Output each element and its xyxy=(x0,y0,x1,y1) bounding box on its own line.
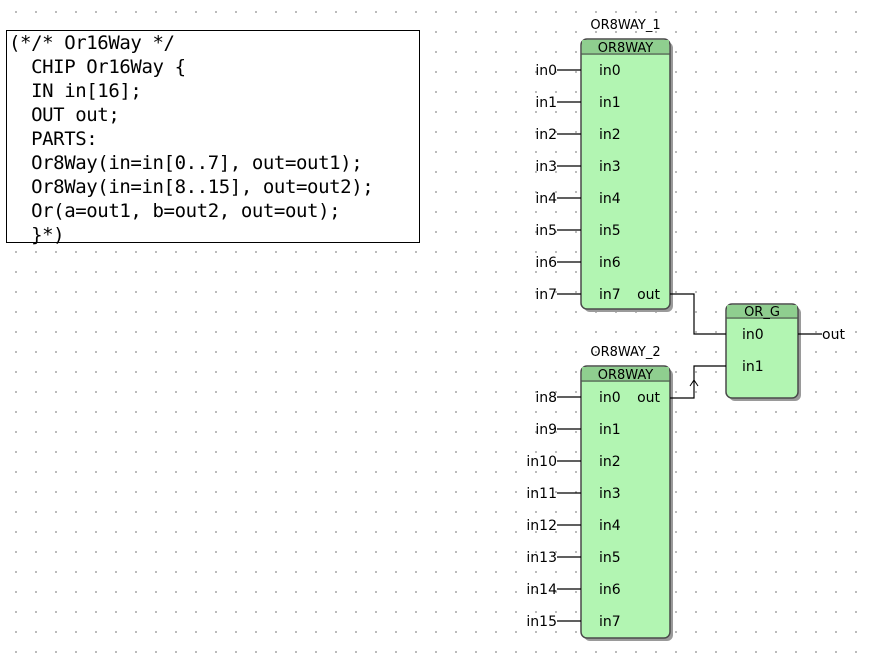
output-pin-label: out xyxy=(637,287,660,303)
code-line: CHIP Or16Way { xyxy=(9,56,186,78)
input-pin-label: in3 xyxy=(599,159,621,175)
external-input-label: in6 xyxy=(535,255,557,271)
input-pin-label: in7 xyxy=(599,287,621,303)
input-pin-label: in4 xyxy=(599,191,621,207)
input-pin-label: in5 xyxy=(599,223,621,239)
input-pin-label: in6 xyxy=(599,582,621,598)
code-line: Or8Way(in=in[8..15], out=out2); xyxy=(9,176,374,198)
code-line: IN in[16]; xyxy=(9,80,142,102)
block-header xyxy=(582,40,669,55)
external-input-label: in8 xyxy=(535,390,557,406)
block-body xyxy=(580,365,671,639)
wire-or8way1-to-org xyxy=(670,293,726,335)
external-input-label: in15 xyxy=(526,614,557,630)
code-line: OUT out; xyxy=(9,104,120,126)
external-input-label: in1 xyxy=(535,95,557,111)
external-input-label: in0 xyxy=(535,63,557,79)
input-pin-label: in5 xyxy=(599,550,621,566)
code-line: (*/* Or16Way */ xyxy=(9,32,175,54)
input-pin-label: in2 xyxy=(599,454,621,470)
block-type-label: OR_G xyxy=(744,305,780,320)
block-header xyxy=(582,367,669,382)
block-instance-label: OR8WAY_1 xyxy=(590,18,660,33)
block-header xyxy=(727,305,797,319)
input-pin-label: in3 xyxy=(599,486,621,502)
external-input-label: in13 xyxy=(526,550,557,566)
input-pin-label: in6 xyxy=(599,255,621,271)
code-line: }*) xyxy=(9,224,65,246)
external-input-label: in5 xyxy=(535,223,557,239)
block-body xyxy=(580,38,671,310)
external-input-label: in4 xyxy=(535,191,557,207)
external-input-label: in2 xyxy=(535,127,557,143)
wire-direction-mark xyxy=(689,379,699,387)
code-comment-box: (*/* Or16Way */ CHIP Or16Way { IN in[16]… xyxy=(6,30,420,246)
input-pin-label: in0 xyxy=(599,63,621,79)
external-output-label: out xyxy=(822,327,845,343)
input-pin-label: in7 xyxy=(599,614,621,630)
block-body xyxy=(725,303,799,399)
code-line: Or8Way(in=in[0..7], out=out1); xyxy=(9,152,363,174)
output-pin-label: out xyxy=(637,390,660,406)
input-pin-label: in4 xyxy=(599,518,621,534)
external-input-label: in10 xyxy=(526,454,557,470)
input-pin-label: in2 xyxy=(599,127,621,143)
external-input-label: in12 xyxy=(526,518,557,534)
code-line: Or(a=out1, b=out2, out=out); xyxy=(9,200,341,222)
block-type-label: OR8WAY xyxy=(598,368,654,383)
wire-or8way2-to-org xyxy=(670,365,726,399)
input-pin-label: in1 xyxy=(599,95,621,111)
external-input-label: in14 xyxy=(526,582,557,598)
external-input-label: in9 xyxy=(535,422,557,438)
code-line: PARTS: xyxy=(9,128,98,150)
input-pin-label: in1 xyxy=(742,359,764,375)
external-input-label: in3 xyxy=(535,159,557,175)
external-input-label: in11 xyxy=(526,486,557,502)
block-instance-label: OR8WAY_2 xyxy=(590,345,660,360)
input-pin-label: in0 xyxy=(599,390,621,406)
block-type-label: OR8WAY xyxy=(598,41,654,56)
external-input-label: in7 xyxy=(535,287,557,303)
input-pin-label: in0 xyxy=(742,327,764,343)
input-pin-label: in1 xyxy=(599,422,621,438)
